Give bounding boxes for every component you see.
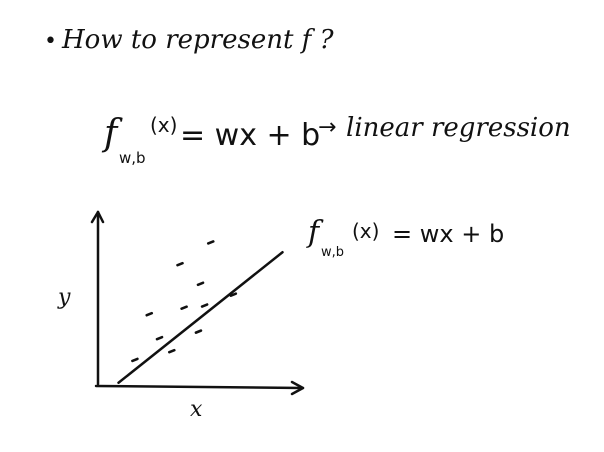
question-text: How to represent f ? [61,25,335,55]
equation-f: f [101,113,123,154]
scatter-points [117,240,284,384]
data-point [196,281,205,287]
equation-arg: (x) [150,113,177,137]
y-axis-arrow-icon [90,210,105,224]
plot-equation-arg: (x) [352,219,379,243]
data-point [206,240,215,245]
data-point [131,357,139,363]
equation-subscript: w,b [119,149,146,167]
data-point [200,303,209,308]
x-axis-arrow-icon [290,380,305,396]
equation-rhs: = wx + b [180,118,320,153]
x-axis-label: x [190,397,203,422]
plot-equation: f w,b (x) = wx + b [306,215,504,260]
data-point [155,335,164,341]
plot: y x [57,210,305,422]
regression-line [117,250,284,384]
data-point [229,292,238,297]
data-point [176,261,184,267]
y-axis-label: y [57,285,71,310]
model-equation: f w,b (x) = wx + b → linear regression [101,113,571,167]
method-text: linear regression [346,113,571,143]
plot-equation-rhs: = wx + b [392,220,504,248]
data-point [180,305,188,310]
x-axis [94,384,305,390]
data-point [145,311,154,317]
plot-equation-subscript: w,b [321,245,344,260]
data-point [194,329,203,334]
arrow-icon: → [318,115,336,140]
data-point [168,348,176,354]
bullet: • [44,29,57,54]
